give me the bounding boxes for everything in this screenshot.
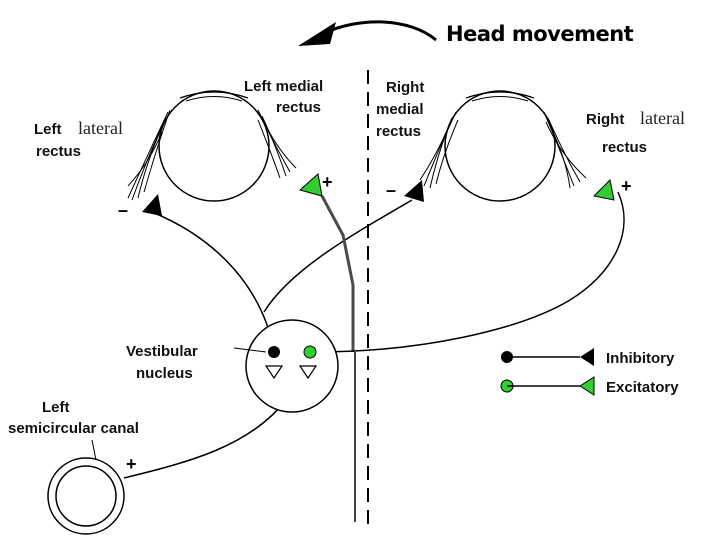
legend-excitatory-terminal [579,376,595,396]
head-movement-title: Head movement [446,22,634,46]
sign-minus-left-lateral: – [118,200,128,220]
label-canal-2: semicircular canal [8,420,139,437]
inhibitory-terminal-left-lateral [142,194,162,216]
label-left-medial-2: rectus [276,99,321,116]
head-movement-arrowhead [298,22,336,46]
left-eye [127,90,297,202]
label-left-lateral-1: Left [34,121,62,138]
path-to-left-lateral [151,211,275,351]
excitatory-terminal-right-lateral [592,178,615,201]
semicircular-canal [47,457,125,535]
label-right-medial-2: medial [376,101,424,118]
legend: Inhibitory Excitatory [500,348,679,396]
legend-inhibitory-label: Inhibitory [606,350,675,367]
vestibular-nucleus [245,319,339,413]
legend-excitatory-label: Excitatory [606,379,679,396]
label-right-medial-1: Right [386,79,424,96]
sign-plus-right-lateral: + [621,176,632,196]
path-to-right-lateral [315,191,625,353]
left-medial-rectus-muscle [257,109,297,179]
legend-inhibitory-terminal [580,348,594,366]
label-right-medial-3: rectus [376,123,421,140]
label-vestibular-1: Vestibular [126,343,198,360]
canal-pointer [91,439,97,461]
label-right-lateral-2: lateral [640,108,685,128]
sign-minus-right-medial: – [386,180,396,200]
left-lateral-rectus-muscle [127,109,171,201]
right-lateral-rectus-muscle [543,111,587,189]
excitatory-terminal-left-medial [298,173,323,197]
head-movement-arrow [321,20,437,42]
excitatory-neuron-body [303,345,317,359]
label-canal-1: Left [42,399,70,416]
label-right-lateral-1: Right [586,111,624,128]
sign-plus-canal: + [126,454,137,474]
label-left-medial-1: Left medial [244,78,323,95]
path-to-left-medial [320,195,355,352]
right-medial-rectus-muscle [419,111,459,189]
label-left-lateral-3: rectus [36,143,81,160]
sign-plus-left-medial: + [322,172,333,192]
path-to-right-medial [263,199,413,313]
inhibitory-terminal-right-medial [404,180,424,202]
vestibular-pointer [233,347,267,353]
label-left-lateral-2: lateral [78,118,123,138]
label-right-lateral-3: rectus [602,139,647,156]
label-vestibular-2: nucleus [136,365,193,382]
inhibitory-neuron-body [268,346,280,358]
right-eye [419,90,587,202]
